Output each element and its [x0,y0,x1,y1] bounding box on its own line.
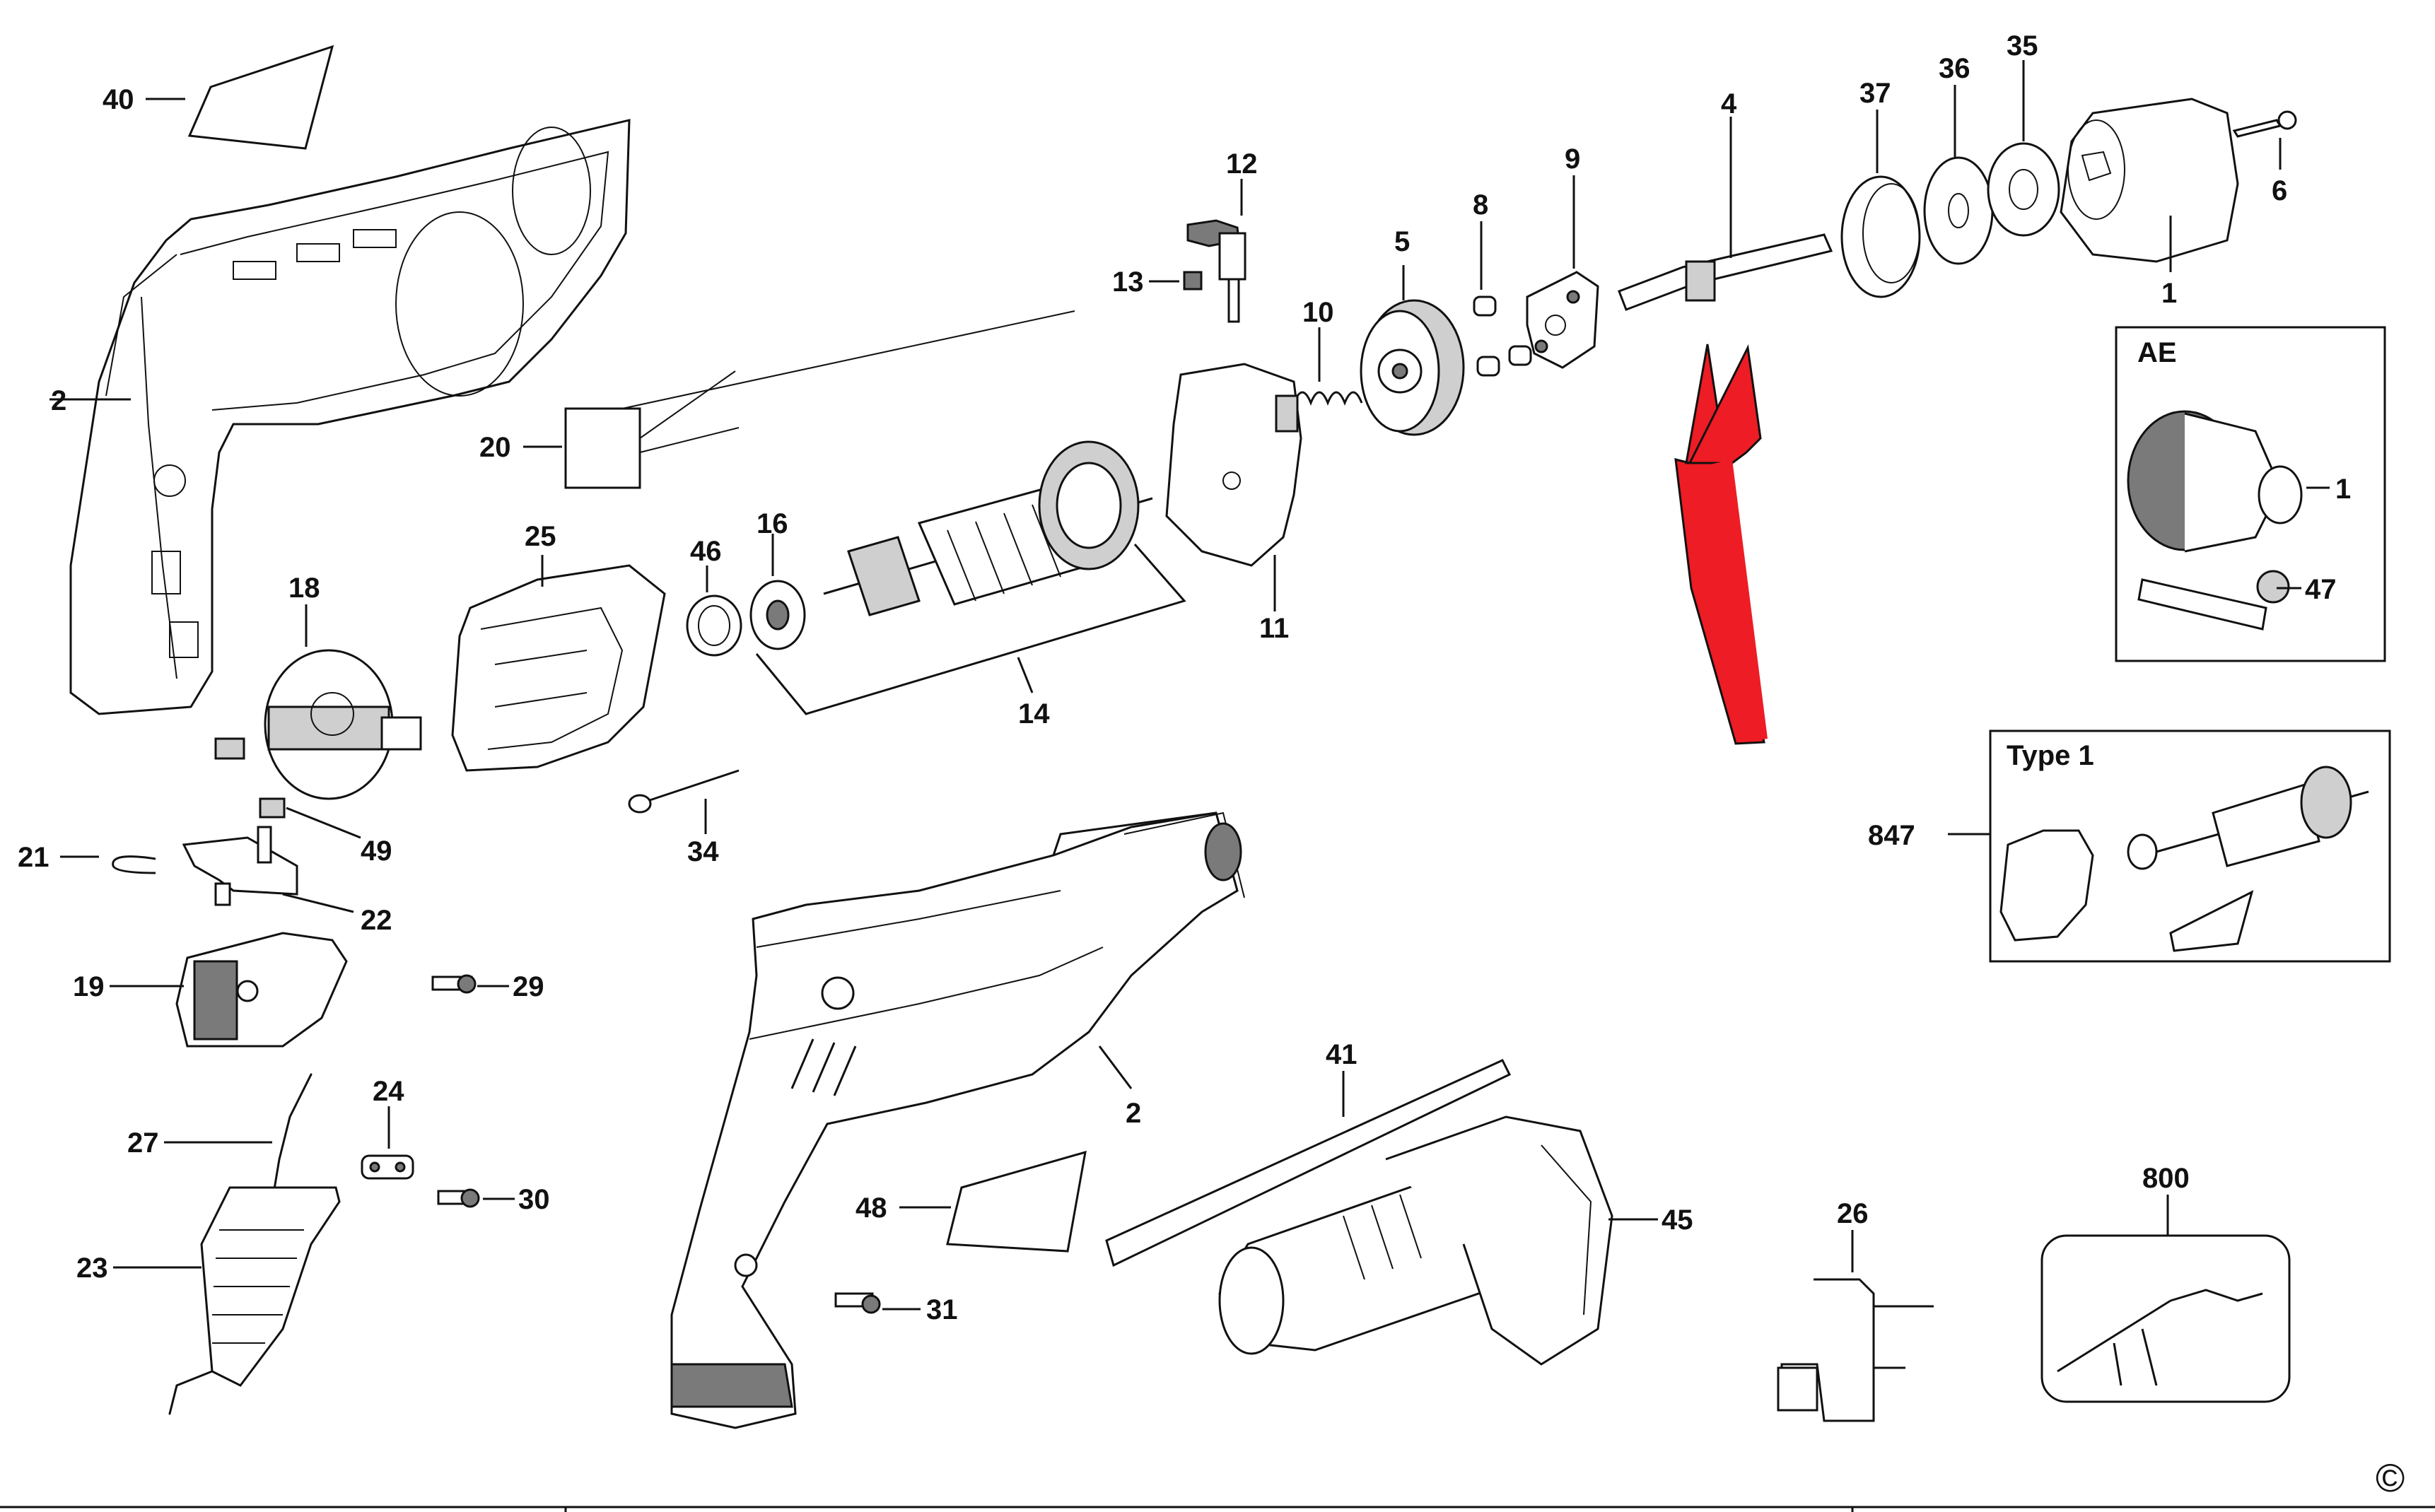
callout-8: 8 [1473,189,1488,221]
part-48-label[interactable]: 48 [856,1150,1087,1253]
callout-800: 800 [2142,1163,2190,1194]
callout-12: 12 [1226,148,1258,180]
part-27-power-cord[interactable]: 27 [127,1073,313,1203]
part-12-selector-knob[interactable]: 12 [1186,148,1258,323]
part-20-capacitor[interactable]: 20 [479,310,1075,489]
callout-45: 45 [1662,1205,1693,1236]
part-8-pins[interactable]: 8 [1473,189,1532,377]
part-36-washer[interactable]: 36 [1923,53,1994,265]
callout-29: 29 [513,971,544,1002]
box-ae-title: AE [2137,337,2177,368]
callout-2-drill: 2 [1126,1098,1141,1129]
callout-5: 5 [1394,226,1410,257]
callout-24: 24 [373,1076,404,1107]
part-11-bearing-plate[interactable]: 11 [1165,363,1302,644]
callout-20: 20 [479,432,511,463]
part-14-armature[interactable]: 14 [755,440,1186,729]
part-24-cord-clamp[interactable]: 24 [361,1076,414,1180]
callout-35: 35 [2007,30,2038,61]
box-ae-callout-1: 1 [2335,474,2351,505]
part-21-spring-clip[interactable]: 21 [18,842,156,874]
callout-23: 23 [76,1253,108,1284]
part-16-bearing[interactable]: 16 [749,508,806,650]
part-40-label-sheet[interactable]: 40 [103,45,334,150]
part-800-accessory-kit[interactable]: 800 [2040,1163,2291,1403]
callout-41: 41 [1326,1039,1357,1070]
callout-2-housing: 2 [51,385,66,416]
callout-31: 31 [926,1294,958,1325]
callout-10: 10 [1302,297,1334,328]
part-49-carbon-brushes[interactable]: 49 [214,737,392,867]
part-37-collar[interactable]: 37 [1840,78,1921,298]
callout-37: 37 [1859,78,1891,109]
callout-847: 847 [1868,820,1915,851]
page-frame [0,1506,2435,1512]
part-6-screw[interactable]: 6 [2232,110,2297,206]
box-ae-keyed-chuck[interactable]: AE 1 47 [2115,326,2386,662]
callout-6: 6 [2272,175,2287,206]
callout-21: 21 [18,842,49,873]
part-46-bearing[interactable]: 46 [686,536,742,657]
highlight-arrow [1674,344,1768,745]
part-29-screw[interactable]: 29 [431,971,544,1002]
part-5-gear[interactable]: 5 [1360,226,1465,436]
callout-36: 36 [1939,53,1970,84]
part-45-side-handle[interactable]: 45 [1218,1115,1693,1366]
part-41-depth-rod[interactable]: 41 [1105,1039,1512,1267]
callout-49: 49 [361,836,392,867]
part-1-chuck[interactable]: 1 [2060,98,2239,309]
part-22-actuator[interactable]: 22 [182,826,392,936]
copyright-mark: © [2376,1455,2405,1500]
callout-14: 14 [1018,698,1050,729]
part-18-brush-holder[interactable]: 18 [264,573,422,800]
part-9-cam-plate[interactable]: 9 [1526,143,1599,369]
part-34-screw[interactable]: 34 [628,769,740,867]
callout-19: 19 [73,971,105,1002]
callout-16: 16 [757,508,788,539]
callout-13: 13 [1112,266,1144,298]
part-35-bearing[interactable]: 35 [1987,30,2060,237]
part-4-spindle[interactable]: 4 [1618,88,1833,311]
callout-27: 27 [127,1127,159,1159]
part-13-small-screw[interactable]: 13 [1112,266,1203,298]
callout-40: 40 [103,84,134,115]
callout-4: 4 [1721,88,1737,119]
box-type-1-kit[interactable]: Type 1 847 [1868,729,2391,963]
callout-22: 22 [361,905,392,936]
part-31-screw[interactable]: 31 [834,1292,958,1325]
part-25-stator[interactable]: 25 [451,521,666,772]
callout-11: 11 [1259,613,1289,644]
callout-1: 1 [2161,278,2177,309]
callout-48: 48 [856,1192,887,1224]
box-ae-callout-47: 47 [2305,574,2337,605]
part-19-switch[interactable]: 19 [73,932,348,1048]
callout-30: 30 [518,1184,550,1215]
part-2-housing-half[interactable]: 2 [49,119,631,715]
callout-18: 18 [288,573,320,604]
box-type-1-title: Type 1 [2007,740,2094,771]
part-26-plug[interactable]: 26 [1777,1198,1934,1422]
callout-46: 46 [690,536,722,567]
callout-34: 34 [687,836,719,867]
callout-26: 26 [1837,1198,1869,1229]
callout-9: 9 [1565,143,1580,175]
callout-25: 25 [525,521,556,552]
part-10-spring[interactable]: 10 [1292,297,1363,406]
part-23-cord-protector[interactable]: 23 [76,1186,341,1415]
part-2-drill-assembled[interactable]: 2 [670,811,1245,1429]
part-30-screw[interactable]: 30 [437,1184,550,1215]
